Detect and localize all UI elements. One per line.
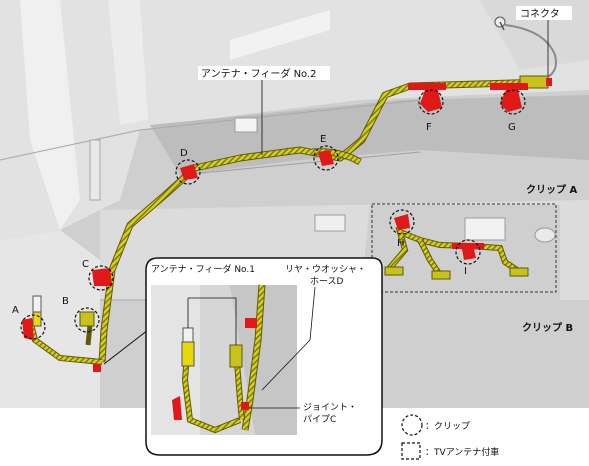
clip-letter-f: F [426, 122, 432, 133]
clip-letter-a: A [12, 305, 19, 316]
clip-marker-i [455, 239, 481, 265]
antenna-feeder-no1-label: アンテナ・フィーダ No.1 [151, 263, 255, 275]
connector-label: コネクタ [520, 8, 560, 20]
clip-letter-g: G [508, 122, 516, 133]
legend-tv-label: ：TVアンテナ付車 [425, 446, 499, 458]
legend: ：クリップ ：TVアンテナ付車 [401, 414, 499, 460]
clip-marker-h [389, 209, 415, 235]
clip-markers [20, 89, 526, 340]
rear-washer-hose-d-label-line1: リヤ・ウオッシャ・ [285, 264, 366, 275]
rear-washer-hose-d-label-line2: ホースD [310, 276, 344, 287]
clip-marker-e [313, 145, 339, 171]
legend-clip-label: ：クリップ [425, 421, 470, 432]
clip-marker-d [175, 159, 201, 185]
joint-pipe-c-label-line2: パイプC [303, 414, 336, 425]
clip-letter-i: I [464, 266, 467, 277]
antenna-top [494, 16, 557, 81]
red-clips [22, 83, 528, 340]
clip-letter-d: D [180, 148, 188, 159]
clip-letter-b: B [62, 296, 69, 307]
antenna-feeder-no2-label: アンテナ・フィーダ No.2 [201, 67, 317, 80]
tv-antenna-box [371, 203, 557, 293]
clip-b-harness [384, 214, 529, 280]
clip-marker-g [500, 89, 526, 115]
clip-marker-c [88, 265, 114, 291]
clip-letter-h: H [397, 238, 405, 249]
joint-pipe-c-label-line1: ジョイント・ [303, 403, 357, 413]
clip-letters: A B C D E F G H I [12, 122, 516, 316]
clip-a-label: クリップ A [526, 183, 577, 196]
legend-tv-icon [401, 442, 421, 460]
clip-b-label: クリップ B [522, 321, 573, 334]
top-callouts: コネクタ アンテナ・フィーダ No.2 [198, 6, 572, 155]
clip-letter-e: E [320, 134, 326, 145]
clip-marker-a [20, 314, 46, 340]
inset-view: アンテナ・フィーダ No.1 リヤ・ウオッシャ・ ホースD ジョイント・ パイプ… [103, 257, 383, 456]
legend-clip-icon [401, 414, 423, 436]
clip-marker-f [418, 89, 444, 115]
clip-letter-c: C [82, 259, 89, 270]
clip-marker-b [74, 307, 100, 333]
